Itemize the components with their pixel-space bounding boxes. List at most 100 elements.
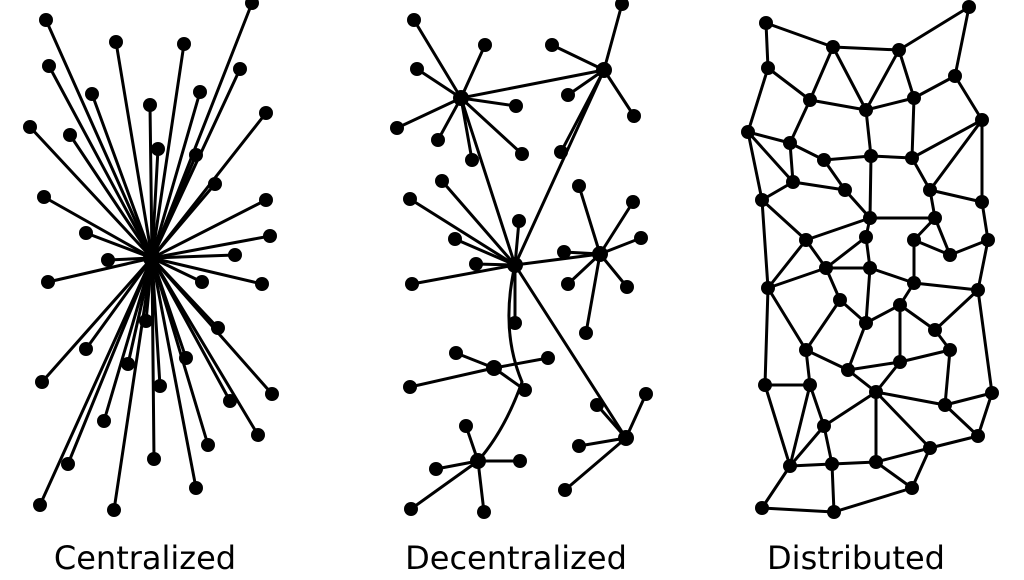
edge bbox=[90, 92, 154, 260]
leaf-node bbox=[465, 153, 479, 167]
mesh-node bbox=[759, 16, 773, 30]
leaf-node bbox=[572, 439, 586, 453]
leaf-node bbox=[477, 505, 491, 519]
leaf-node bbox=[35, 375, 49, 389]
mesh-edge bbox=[760, 198, 770, 290]
mesh-node bbox=[859, 230, 873, 244]
leaf-node bbox=[233, 62, 247, 76]
leaf-node bbox=[143, 98, 157, 112]
leaf-node bbox=[390, 121, 404, 135]
leaf-node bbox=[251, 428, 265, 442]
mesh-edge bbox=[763, 383, 792, 468]
mesh-edge bbox=[864, 108, 873, 158]
spoke-edge bbox=[550, 43, 606, 72]
mesh-edge bbox=[910, 118, 984, 160]
mesh-node bbox=[758, 378, 772, 392]
mesh-node bbox=[761, 61, 775, 75]
mesh-edge bbox=[933, 288, 980, 332]
mesh-edge bbox=[910, 446, 932, 490]
mesh-edge bbox=[791, 180, 847, 192]
leaf-node bbox=[121, 357, 135, 371]
mesh-node bbox=[859, 316, 873, 330]
leaf-node bbox=[469, 257, 483, 271]
leaf-node bbox=[228, 248, 242, 262]
leaf-node bbox=[518, 383, 532, 397]
spoke-edge bbox=[459, 96, 518, 108]
leaf-node bbox=[579, 326, 593, 340]
hub-node bbox=[618, 430, 634, 446]
distributed-network bbox=[741, 0, 999, 519]
mesh-edge bbox=[760, 506, 836, 514]
leaf-node bbox=[634, 231, 648, 245]
leaf-node bbox=[179, 351, 193, 365]
hub-link bbox=[459, 68, 606, 100]
mesh-edge bbox=[764, 21, 835, 49]
leaf-node bbox=[37, 190, 51, 204]
spoke-edge bbox=[459, 96, 474, 162]
edge bbox=[150, 256, 198, 490]
mesh-edge bbox=[808, 383, 826, 428]
leaf-node bbox=[561, 277, 575, 291]
mesh-node bbox=[833, 293, 847, 307]
leaf-node bbox=[512, 214, 526, 228]
leaf-node bbox=[448, 232, 462, 246]
leaf-node bbox=[61, 457, 75, 471]
edge bbox=[46, 256, 154, 284]
mesh-edge bbox=[766, 238, 808, 290]
mesh-edge bbox=[766, 286, 808, 352]
spoke-edge bbox=[559, 68, 606, 154]
mesh-edge bbox=[943, 348, 952, 407]
mesh-edge bbox=[874, 390, 932, 450]
mesh-edge bbox=[830, 462, 836, 514]
spoke-edge bbox=[412, 18, 463, 100]
mesh-edge bbox=[746, 130, 792, 145]
edge bbox=[150, 198, 268, 260]
mesh-edge bbox=[822, 390, 878, 428]
mesh-node bbox=[905, 481, 919, 495]
mesh-edge bbox=[874, 390, 947, 407]
edge bbox=[150, 256, 156, 461]
edge bbox=[150, 256, 210, 447]
mesh-node bbox=[943, 248, 957, 262]
edge bbox=[150, 234, 272, 260]
edge bbox=[68, 133, 154, 260]
spoke-edge bbox=[602, 2, 624, 72]
mesh-edge bbox=[788, 424, 826, 468]
spoke-edge bbox=[492, 356, 550, 370]
spoke-edge bbox=[453, 237, 517, 267]
mesh-node bbox=[923, 183, 937, 197]
edge bbox=[148, 103, 154, 260]
leaf-node bbox=[615, 0, 629, 11]
mesh-node bbox=[975, 195, 989, 209]
hub-link bbox=[513, 263, 628, 440]
mesh-edge bbox=[868, 154, 873, 220]
leaf-node bbox=[404, 502, 418, 516]
leaf-node bbox=[478, 38, 492, 52]
mesh-edge bbox=[953, 74, 984, 122]
leaf-node bbox=[515, 147, 529, 161]
mesh-node bbox=[755, 501, 769, 515]
mesh-node bbox=[859, 103, 873, 117]
spoke-edge bbox=[410, 263, 517, 286]
leaf-node bbox=[101, 253, 115, 267]
mesh-edge bbox=[976, 238, 990, 292]
mesh-edge bbox=[868, 266, 916, 285]
hub-node bbox=[486, 360, 502, 376]
mesh-edge bbox=[912, 281, 980, 292]
mesh-node bbox=[971, 283, 985, 297]
mesh-edge bbox=[864, 266, 872, 325]
leaf-node bbox=[541, 351, 555, 365]
spoke-edge bbox=[584, 252, 602, 335]
spoke-edge bbox=[602, 68, 636, 118]
mesh-edge bbox=[864, 48, 901, 112]
mesh-edge bbox=[746, 130, 795, 184]
leaf-node bbox=[255, 277, 269, 291]
mesh-node bbox=[928, 211, 942, 225]
mesh-edge bbox=[763, 286, 770, 387]
mesh-node bbox=[907, 276, 921, 290]
mesh-node bbox=[863, 211, 877, 225]
mesh-edge bbox=[808, 45, 835, 102]
leaf-node bbox=[627, 109, 641, 123]
edge bbox=[102, 256, 154, 423]
mesh-edge bbox=[928, 188, 984, 204]
